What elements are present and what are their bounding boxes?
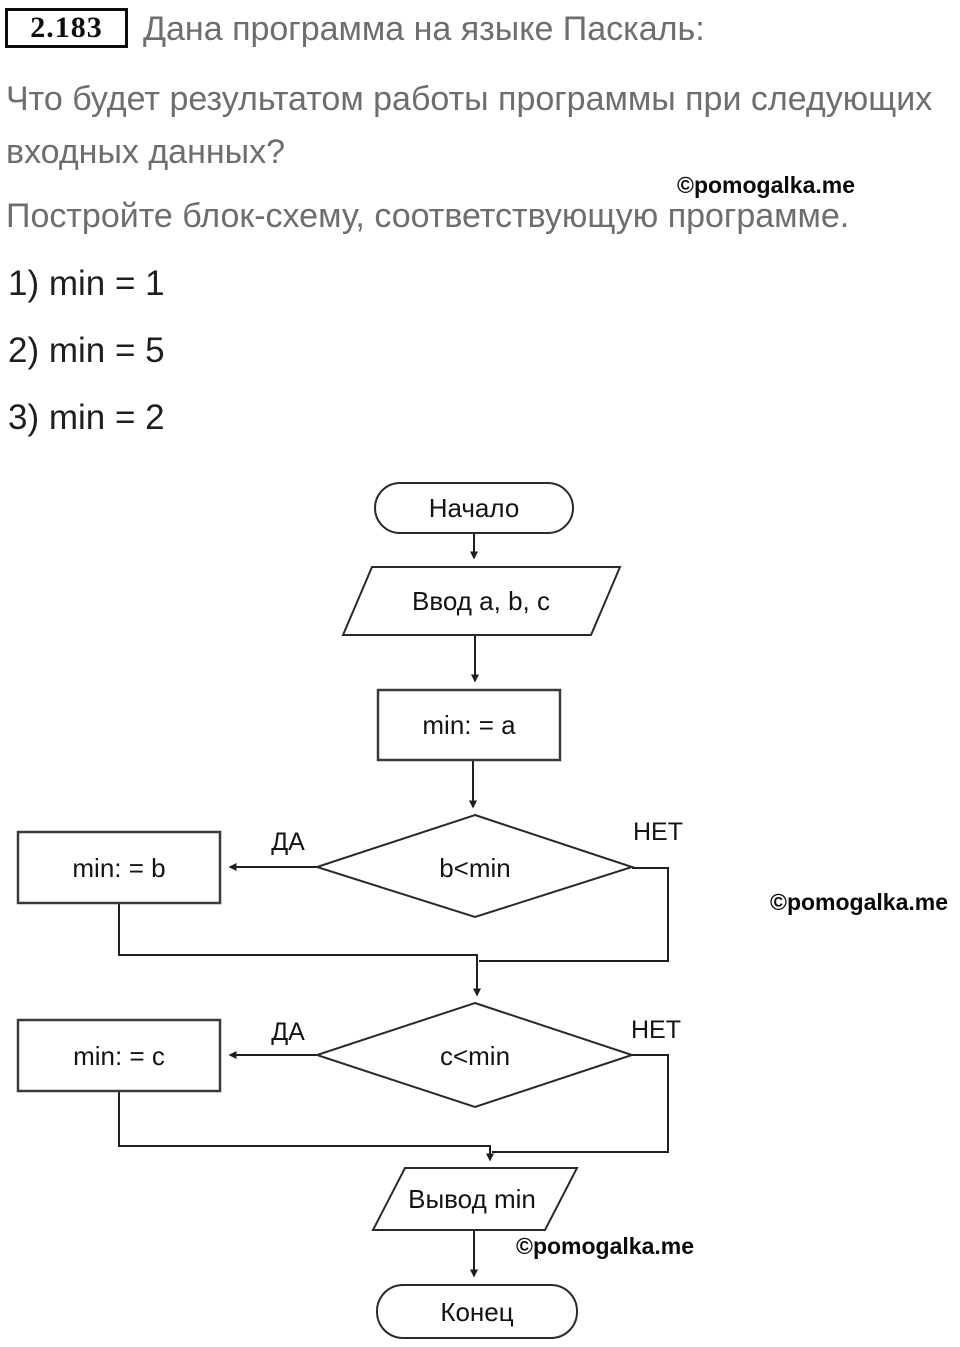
answer-item-2: 2) min = 5 xyxy=(8,331,165,370)
assign-a-node-label: min: = a xyxy=(422,710,516,740)
output-node: Вывод min xyxy=(371,1167,579,1231)
edge-merge-to-output xyxy=(118,1091,494,1162)
start-node: Начало xyxy=(374,482,574,534)
assign-b-node: min: = b xyxy=(16,830,222,905)
end-node-shape xyxy=(376,1284,578,1339)
decision-c-yes-label: ДА xyxy=(271,1018,305,1046)
start-node-label: Начало xyxy=(429,493,520,523)
decision-c-node-label: c<min xyxy=(440,1041,510,1071)
assign-a-node-shape xyxy=(376,688,562,762)
decision-b-node: b<min xyxy=(313,813,636,919)
watermark-bottom: ©pomogalka.me xyxy=(516,1233,694,1259)
assign-c-node-shape xyxy=(16,1018,222,1093)
input-node: Ввод a, b, c xyxy=(341,566,622,636)
decision-c-node: c<min xyxy=(313,1001,636,1109)
output-node-label: Вывод min xyxy=(408,1184,536,1214)
decision-b-no-label: НЕТ xyxy=(633,818,683,846)
edge-decision-b-no xyxy=(479,867,669,962)
assign-b-node-shape xyxy=(16,830,222,905)
answer-item-1: 1) min = 1 xyxy=(8,264,165,303)
watermark-top: ©pomogalka.me xyxy=(677,172,855,198)
watermark-middle: ©pomogalka.me xyxy=(770,889,948,915)
assign-c-node: min: = c xyxy=(16,1018,222,1093)
input-node-label: Ввод a, b, c xyxy=(412,586,550,616)
assign-a-node: min: = a xyxy=(376,688,562,762)
question-line-2: входных данных? xyxy=(6,133,285,171)
decision-c-node-shape xyxy=(313,1001,636,1109)
decision-b-node-label: b<min xyxy=(439,853,511,883)
problem-number-box: 2.183 xyxy=(5,8,128,48)
problem-title: Дана программа на языке Паскаль: xyxy=(143,10,705,48)
end-node: Конец xyxy=(376,1284,578,1339)
assign-b-node-label: min: = b xyxy=(72,853,165,883)
question-line-1: Что будет результатом работы программы п… xyxy=(6,80,933,118)
decision-c-no-label: НЕТ xyxy=(631,1016,681,1044)
answer-item-3: 3) min = 2 xyxy=(8,398,165,437)
decision-b-yes-label: ДА xyxy=(271,828,305,856)
edge-decision-c-no xyxy=(492,1054,669,1153)
task-line: Постройте блок-схему, соответствующую пр… xyxy=(6,197,850,235)
problem-number: 2.183 xyxy=(30,11,103,44)
assign-c-node-label: min: = c xyxy=(73,1041,165,1071)
end-node-label: Конец xyxy=(440,1297,513,1327)
decision-b-node-shape xyxy=(313,813,636,919)
output-node-shape xyxy=(371,1167,579,1231)
edge-merge-to-decision-c xyxy=(118,903,481,997)
start-node-shape xyxy=(374,482,574,534)
input-node-shape xyxy=(341,566,622,636)
